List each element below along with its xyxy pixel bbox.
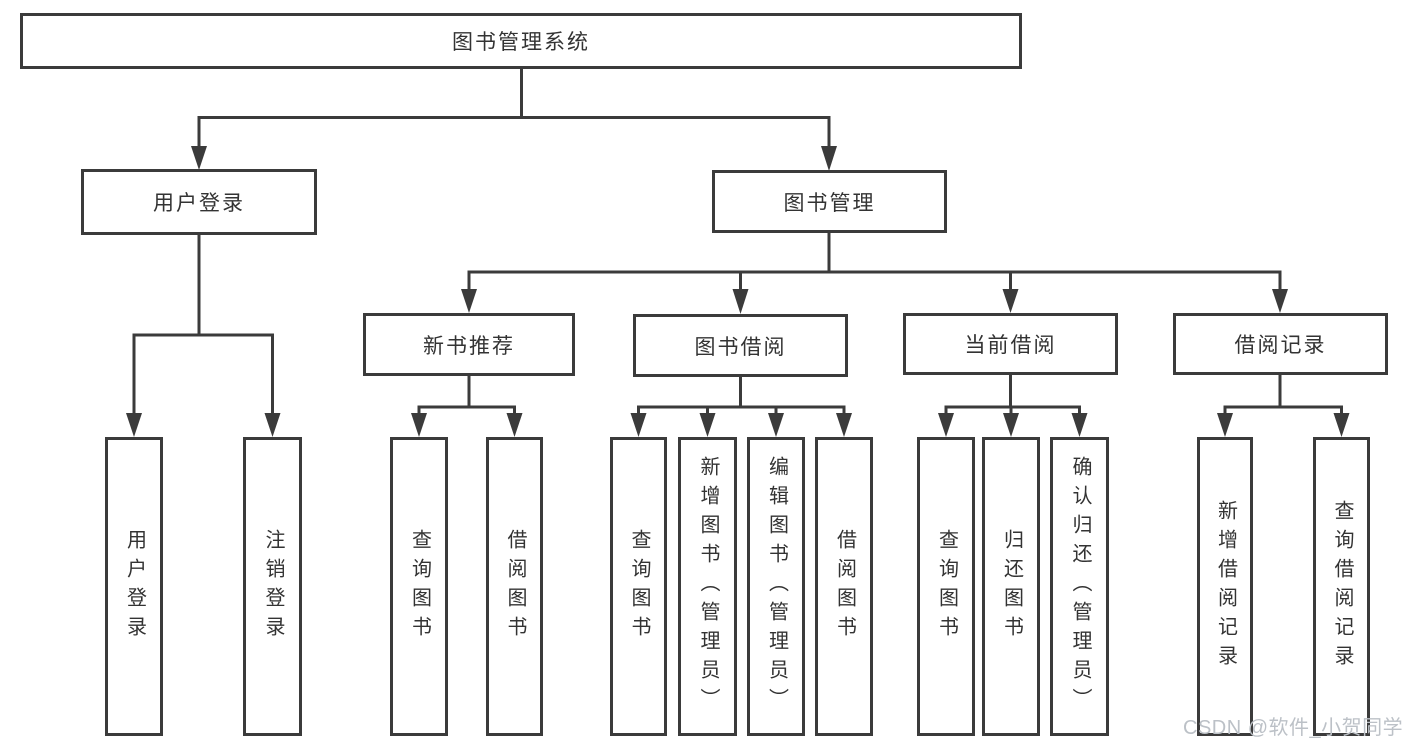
arrowheads-new-book-leaves — [411, 413, 523, 437]
leaf-label: 查询借阅记录 — [1331, 499, 1353, 674]
connector-book-borrow-to-leaves — [637, 376, 846, 414]
arrowheads-level2 — [461, 289, 1288, 314]
arrowheads-book-borrow-leaves — [630, 413, 852, 437]
node-borrow-record: 借阅记录 — [1173, 313, 1388, 375]
connector-new-book-to-leaves — [417, 375, 516, 414]
leaf-label: 新增借阅记录 — [1214, 499, 1237, 674]
node-book-mgmt: 图书管理 — [712, 170, 947, 233]
arrowheads-borrow-record-leaves — [1217, 413, 1350, 437]
leaf-user-login: 用户登录 — [105, 437, 163, 736]
leaf-add-borrow-record: 新增借阅记录 — [1197, 437, 1253, 736]
connector-book-mgmt-to-level2 — [467, 232, 1282, 290]
leaf-borrow-book: 借阅图书 — [815, 437, 873, 736]
leaf-add-book-admin: 新增图书（管理员） — [678, 437, 737, 736]
node-new-book-recommend: 新书推荐 — [363, 313, 575, 376]
leaf-label: 确认归还（管理员） — [1069, 456, 1091, 717]
leaf-label: 查询图书 — [935, 528, 958, 645]
node-user-login: 用户登录 — [81, 169, 317, 235]
leaf-label: 借阅图书 — [504, 528, 526, 645]
arrowheads-current-borrow-leaves — [938, 413, 1088, 437]
connector-user-login-to-leaves — [132, 234, 274, 414]
leaf-query-book-borrow: 查询图书 — [610, 437, 667, 736]
leaf-label: 新增图书（管理员） — [697, 456, 719, 717]
leaf-confirm-return-admin: 确认归还（管理员） — [1050, 437, 1109, 736]
connector-root-to-level1 — [197, 68, 831, 148]
leaf-label: 注销登录 — [262, 528, 284, 645]
leaf-edit-book-admin: 编辑图书（管理员） — [747, 437, 805, 736]
leaf-label: 查询图书 — [408, 528, 431, 645]
leaf-label: 编辑图书（管理员） — [765, 456, 788, 717]
connector-current-borrow-to-leaves — [944, 374, 1081, 414]
leaf-borrow-book-recommend: 借阅图书 — [486, 437, 543, 736]
leaf-label: 归还图书 — [1000, 528, 1023, 645]
leaf-query-borrow-record: 查询借阅记录 — [1313, 437, 1370, 736]
leaf-logout: 注销登录 — [243, 437, 302, 736]
leaf-query-book-current: 查询图书 — [917, 437, 975, 736]
leaf-label: 借阅图书 — [833, 528, 856, 645]
leaf-label: 查询图书 — [628, 528, 650, 645]
node-root: 图书管理系统 — [20, 13, 1022, 69]
arrowheads-level1 — [191, 146, 837, 171]
leaf-return-book: 归还图书 — [982, 437, 1040, 736]
leaf-query-book-recommend: 查询图书 — [390, 437, 448, 736]
leaf-label: 用户登录 — [123, 528, 146, 645]
connector-borrow-record-to-leaves — [1223, 374, 1343, 414]
node-current-borrow: 当前借阅 — [903, 313, 1118, 375]
node-book-borrow: 图书借阅 — [633, 314, 848, 377]
arrowheads-user-login-leaves — [126, 413, 281, 437]
csdn-watermark: CSDN @软件_小贺同学 — [1183, 717, 1404, 739]
